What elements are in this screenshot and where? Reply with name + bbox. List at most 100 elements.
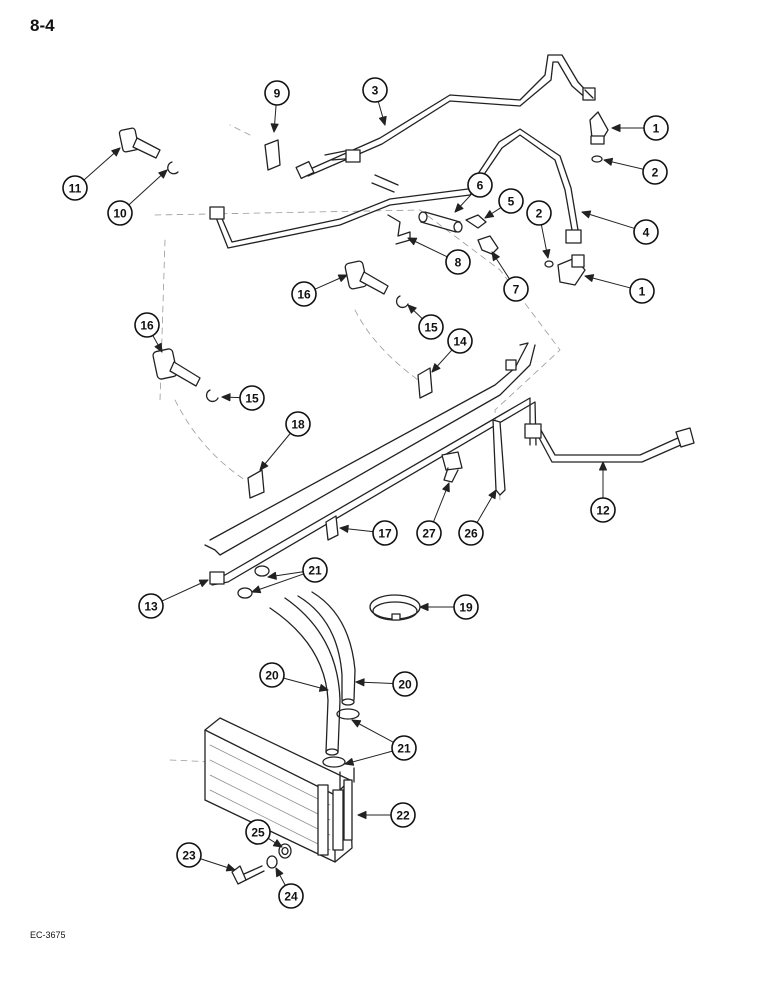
callout-c20b: 20 (392, 671, 418, 697)
callout-label: 20 (265, 669, 279, 683)
bolt-16-lower (152, 348, 201, 387)
callout-circle (467, 172, 493, 198)
washer-25 (278, 843, 292, 859)
callout-c26: 26 (458, 520, 484, 546)
callout-label: 15 (245, 392, 259, 406)
elbow-fitting-1-lower (557, 254, 586, 286)
callout-c27: 27 (416, 520, 442, 546)
hose-6 (418, 211, 463, 233)
callout-circle (590, 497, 616, 523)
leader-lines (83, 101, 645, 886)
leader-c5-arrowhead (484, 210, 495, 219)
callout-circle (278, 883, 304, 909)
leader-c21b-arrowhead (351, 719, 362, 728)
callout-label: 8 (455, 256, 462, 270)
callout-circle (392, 671, 418, 697)
leader-c2b-arrowhead (542, 248, 551, 259)
leader-c17-arrowhead (339, 524, 349, 533)
callout-label: 22 (396, 809, 410, 823)
leader-c25-arrowhead (272, 839, 283, 848)
leader-c26-arrowhead (488, 489, 497, 500)
clamp-21-lower (322, 708, 360, 768)
leader-c9-arrowhead (270, 123, 279, 133)
callout-c1a: 1 (643, 115, 669, 141)
callout-label: 17 (378, 527, 392, 541)
callout-circle (390, 802, 416, 828)
hose-20-right (297, 591, 356, 706)
callout-label: 14 (453, 335, 467, 349)
hose-20-left (269, 597, 341, 756)
lock-washer-15-upper (396, 295, 409, 308)
callout-label: 16 (140, 319, 154, 333)
leader-c21a-extra-arrowhead (251, 585, 262, 594)
callout-circle (176, 842, 202, 868)
leader-c2a-arrowhead (603, 157, 614, 166)
callout-label: 10 (113, 207, 127, 221)
callout-label: 2 (536, 207, 543, 221)
leader-c4 (581, 211, 636, 229)
small-hose-connector (324, 149, 399, 193)
callout-label: 19 (459, 601, 473, 615)
heater-core-22 (204, 717, 355, 863)
clamp-5 (465, 214, 487, 229)
leader-c11-arrowhead (111, 147, 121, 157)
callout-c2b: 2 (526, 200, 552, 226)
leader-c20b-arrowhead (355, 678, 365, 687)
leader-c12-arrowhead (599, 461, 607, 471)
bracket-18 (247, 469, 265, 499)
callout-circle (62, 175, 88, 201)
callout-circle (285, 411, 311, 437)
callout-label: 23 (182, 849, 196, 863)
leader-c8-arrowhead (407, 237, 418, 246)
callout-c21b: 21 (391, 735, 417, 761)
callout-circle (239, 385, 265, 411)
leader-c14-arrowhead (431, 363, 441, 373)
callout-circle (416, 520, 442, 546)
callout-label: 7 (513, 283, 520, 297)
callout-circle (259, 662, 285, 688)
bolt-16-upper (344, 260, 389, 295)
callout-circle (643, 115, 669, 141)
callout-c2a: 2 (642, 159, 668, 185)
callout-label: 9 (274, 87, 281, 101)
callout-c18: 18 (285, 411, 311, 437)
leader-c13-arrowhead (198, 579, 209, 588)
callout-circle (458, 520, 484, 546)
leader-c24-arrowhead (275, 867, 284, 878)
callout-circle (107, 200, 133, 226)
leader-c6-arrowhead (454, 203, 464, 213)
callout-c13: 13 (138, 593, 164, 619)
callout-label: 11 (69, 182, 82, 196)
callout-circle (372, 520, 398, 546)
leader-c23-arrowhead (225, 863, 236, 872)
callout-circle (633, 219, 659, 245)
callout-c17: 17 (372, 520, 398, 546)
screw-23 (231, 865, 265, 885)
bracket-9 (264, 139, 281, 171)
callout-label: 13 (144, 600, 158, 614)
callout-c4: 4 (633, 219, 659, 245)
callout-circle (302, 557, 328, 583)
tube-12 (524, 423, 695, 463)
leader-c1a-arrowhead (611, 124, 621, 132)
callout-c15a: 15 (418, 314, 444, 340)
bolt-11 (118, 127, 161, 159)
callout-c25: 25 (245, 819, 271, 845)
lock-washer-15-lower (206, 389, 219, 402)
callout-label: 25 (251, 826, 265, 840)
callout-c15b: 15 (239, 385, 265, 411)
tube-4 (209, 128, 582, 249)
leader-c3-arrowhead (378, 115, 387, 126)
leader-c16a-arrowhead (337, 274, 348, 282)
elbow-fitting-1-upper (589, 111, 609, 145)
callout-c16a: 16 (291, 281, 317, 307)
tube-3 (295, 54, 596, 180)
page-number: 8-4 (30, 16, 55, 35)
callout-label: 20 (398, 678, 412, 692)
leader-c16b-arrowhead (154, 342, 163, 353)
leader-c27-arrowhead (442, 482, 450, 493)
callout-c22: 22 (390, 802, 416, 828)
callout-c16b: 16 (134, 312, 160, 338)
leader-c10-arrowhead (158, 169, 168, 179)
